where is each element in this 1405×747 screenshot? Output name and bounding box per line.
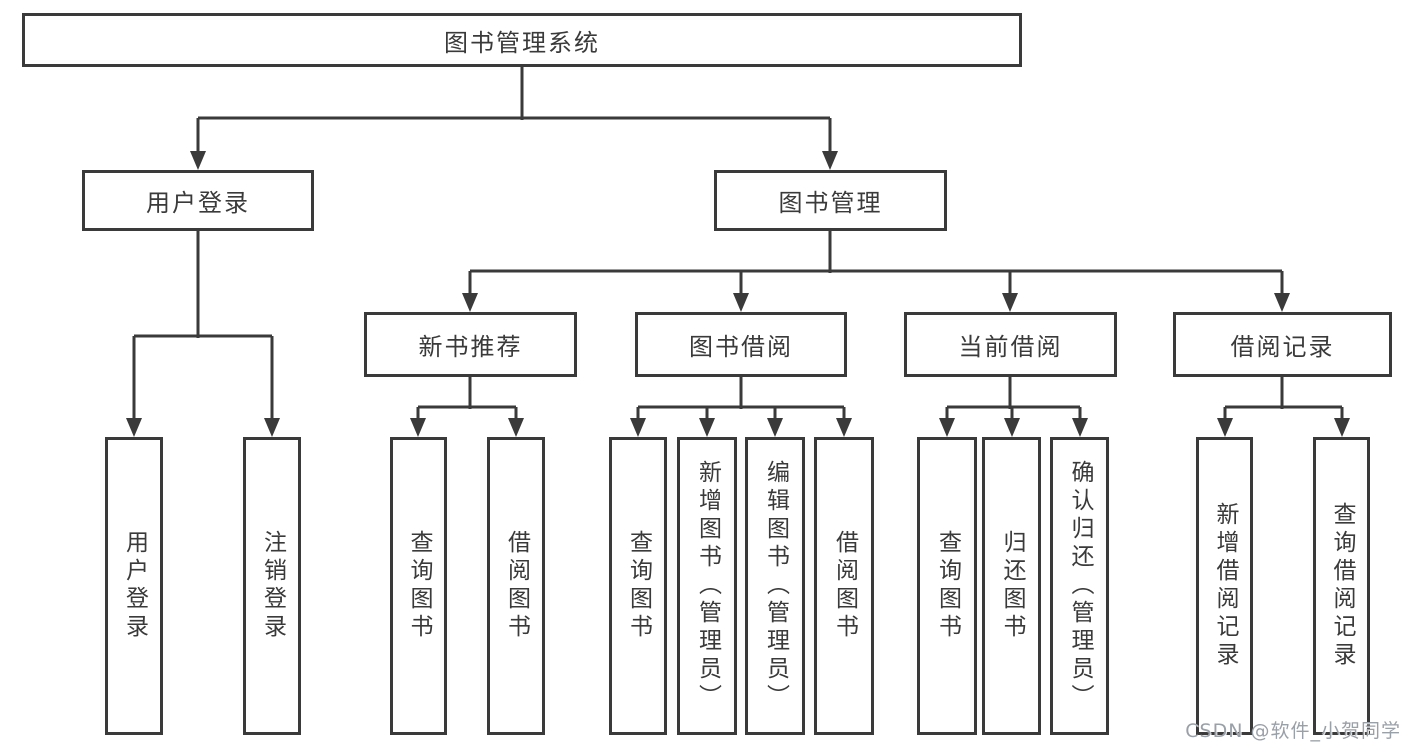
- connector-lines: [132, 67, 1344, 423]
- node-leaf-query-books-current: 查询图书: [917, 437, 977, 735]
- node-current-borrowing: 当前借阅: [904, 312, 1117, 377]
- node-leaf-logout: 注销登录: [243, 437, 301, 735]
- node-leaf-user-login: 用户登录: [105, 437, 163, 735]
- node-leaf-add-borrow-record: 新增借阅记录: [1196, 437, 1253, 735]
- node-new-book-recommend: 新书推荐: [364, 312, 577, 377]
- node-user-login: 用户登录: [82, 170, 314, 231]
- node-leaf-borrow-books: 借阅图书: [814, 437, 874, 735]
- node-leaf-confirm-return-admin: 确认归还（管理员）: [1050, 437, 1109, 735]
- node-root-library-system: 图书管理系统: [22, 13, 1022, 67]
- node-leaf-query-borrow-record: 查询借阅记录: [1313, 437, 1370, 735]
- node-borrow-records: 借阅记录: [1173, 312, 1392, 377]
- node-leaf-query-books-borrowing: 查询图书: [609, 437, 667, 735]
- node-leaf-borrow-books-recommend: 借阅图书: [487, 437, 545, 735]
- node-leaf-edit-books-admin: 编辑图书（管理员）: [745, 437, 805, 735]
- arrowhead-triangles: [126, 151, 1350, 437]
- node-book-borrowing: 图书借阅: [635, 312, 847, 377]
- csdn-watermark: CSDN @软件_小贺同学: [1185, 720, 1401, 742]
- node-book-management: 图书管理: [714, 170, 947, 231]
- node-leaf-return-books: 归还图书: [982, 437, 1041, 735]
- node-leaf-query-books-recommend: 查询图书: [390, 437, 447, 735]
- node-leaf-add-books-admin: 新增图书（管理员）: [677, 437, 737, 735]
